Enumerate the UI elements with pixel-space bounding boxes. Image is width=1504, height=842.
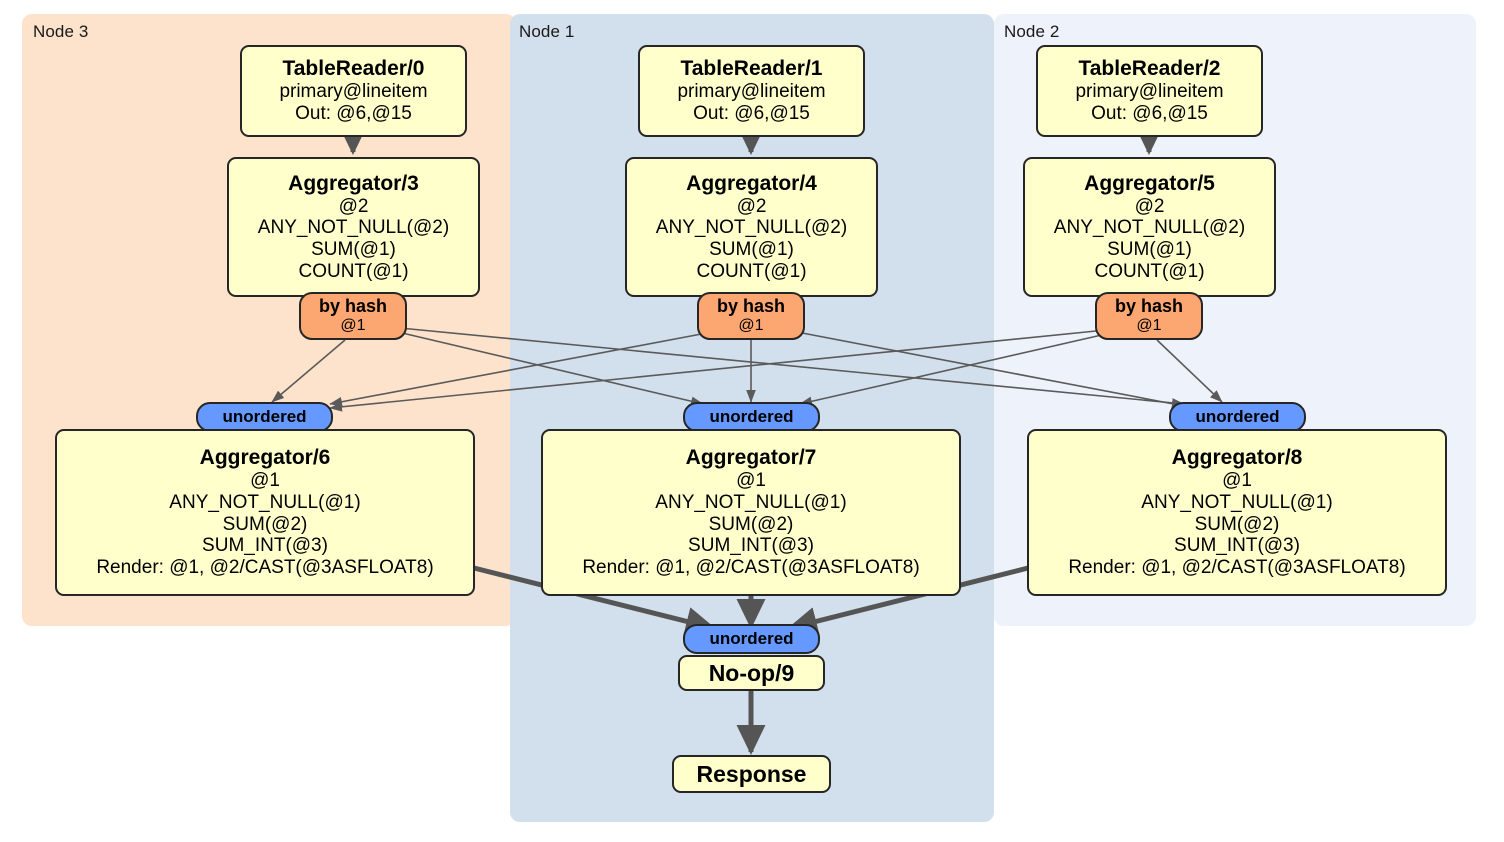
- box-line: SUM_INT(@3): [688, 535, 814, 557]
- box-line: Render: @1, @2/CAST(@3ASFLOAT8): [582, 556, 920, 578]
- box-line: SUM(@1): [1107, 238, 1192, 260]
- box-line: primary@lineitem: [279, 81, 428, 103]
- hash-router-column: @1: [340, 317, 366, 335]
- box-line: Render: @1, @2/CAST(@3ASFLOAT8): [96, 556, 434, 578]
- no-op-label: No-op/9: [708, 659, 795, 686]
- box-line: ANY_NOT_NULL(@1): [655, 491, 847, 513]
- box-line: SUM(@2): [222, 513, 308, 535]
- box-line: SUM_INT(@3): [202, 535, 328, 557]
- hash-router-title: by hash: [318, 296, 388, 317]
- unordered-label: unordered: [709, 407, 794, 426]
- box-title: Aggregator/8: [1171, 446, 1303, 470]
- node-label-node1: Node 1: [519, 22, 575, 41]
- box-line: SUM(@1): [709, 238, 794, 260]
- box-line: SUM(@1): [311, 238, 396, 260]
- box-line: @1: [250, 470, 280, 492]
- aggregator-3[interactable]: Aggregator/3 @2 ANY_NOT_NULL(@2) SUM(@1)…: [227, 157, 480, 297]
- aggregator-4[interactable]: Aggregator/4 @2 ANY_NOT_NULL(@2) SUM(@1)…: [625, 157, 878, 297]
- box-title: Aggregator/3: [288, 171, 419, 195]
- hash-router-title: by hash: [716, 296, 786, 317]
- box-line: COUNT(@1): [696, 260, 807, 282]
- table-reader-0[interactable]: TableReader/0 primary@lineitem Out: @6,@…: [240, 45, 467, 137]
- hash-router-2[interactable]: by hash @1: [1095, 292, 1203, 340]
- hash-router-0[interactable]: by hash @1: [299, 292, 407, 340]
- hash-router-column: @1: [738, 317, 764, 335]
- box-line: ANY_NOT_NULL(@2): [655, 217, 848, 239]
- unordered-label: unordered: [1195, 407, 1280, 426]
- box-line: @1: [736, 470, 766, 492]
- box-line: primary@lineitem: [677, 81, 826, 103]
- box-line: @1: [1222, 470, 1252, 492]
- unordered-label: unordered: [222, 407, 307, 426]
- box-line: ANY_NOT_NULL(@2): [257, 217, 450, 239]
- box-line: ANY_NOT_NULL(@2): [1053, 217, 1246, 239]
- box-line: Out: @6,@15: [295, 102, 412, 124]
- table-reader-1[interactable]: TableReader/1 primary@lineitem Out: @6,@…: [638, 45, 865, 137]
- box-title: TableReader/2: [1078, 57, 1221, 81]
- response-label: Response: [696, 760, 807, 787]
- unordered-input-1[interactable]: unordered: [683, 402, 820, 432]
- aggregator-7[interactable]: Aggregator/7 @1 ANY_NOT_NULL(@1) SUM(@2)…: [541, 429, 961, 596]
- box-line: Out: @6,@15: [693, 102, 810, 124]
- box-line: @2: [338, 195, 369, 217]
- box-line: Render: @1, @2/CAST(@3ASFLOAT8): [1068, 556, 1406, 578]
- box-line: @2: [736, 195, 767, 217]
- box-line: ANY_NOT_NULL(@1): [1141, 491, 1333, 513]
- box-line: ANY_NOT_NULL(@1): [169, 491, 361, 513]
- aggregator-6[interactable]: Aggregator/6 @1 ANY_NOT_NULL(@1) SUM(@2)…: [55, 429, 475, 596]
- unordered-input-0[interactable]: unordered: [196, 402, 333, 432]
- response-box[interactable]: Response: [672, 755, 831, 793]
- box-line: SUM_INT(@3): [1174, 535, 1300, 557]
- box-line: COUNT(@1): [1094, 260, 1205, 282]
- unordered-final-merge[interactable]: unordered: [683, 624, 820, 654]
- box-title: Aggregator/7: [685, 446, 817, 470]
- box-title: TableReader/0: [282, 57, 425, 81]
- no-op-9-box[interactable]: No-op/9: [678, 655, 825, 691]
- box-title: Aggregator/5: [1084, 171, 1215, 195]
- table-reader-2[interactable]: TableReader/2 primary@lineitem Out: @6,@…: [1036, 45, 1263, 137]
- box-title: Aggregator/6: [199, 446, 331, 470]
- box-title: Aggregator/4: [686, 171, 817, 195]
- aggregator-8[interactable]: Aggregator/8 @1 ANY_NOT_NULL(@1) SUM(@2)…: [1027, 429, 1447, 596]
- box-line: primary@lineitem: [1075, 81, 1224, 103]
- box-line: @2: [1134, 195, 1165, 217]
- box-line: SUM(@2): [1194, 513, 1280, 535]
- unordered-input-2[interactable]: unordered: [1169, 402, 1306, 432]
- box-line: Out: @6,@15: [1091, 102, 1208, 124]
- unordered-label: unordered: [709, 629, 794, 648]
- box-title: TableReader/1: [680, 57, 823, 81]
- aggregator-5[interactable]: Aggregator/5 @2 ANY_NOT_NULL(@2) SUM(@1)…: [1023, 157, 1276, 297]
- node-label-node3: Node 3: [33, 22, 89, 41]
- box-line: SUM(@2): [708, 513, 794, 535]
- box-line: COUNT(@1): [298, 260, 409, 282]
- hash-router-column: @1: [1136, 317, 1162, 335]
- hash-router-1[interactable]: by hash @1: [697, 292, 805, 340]
- hash-router-title: by hash: [1114, 296, 1184, 317]
- node-label-node2: Node 2: [1004, 22, 1060, 41]
